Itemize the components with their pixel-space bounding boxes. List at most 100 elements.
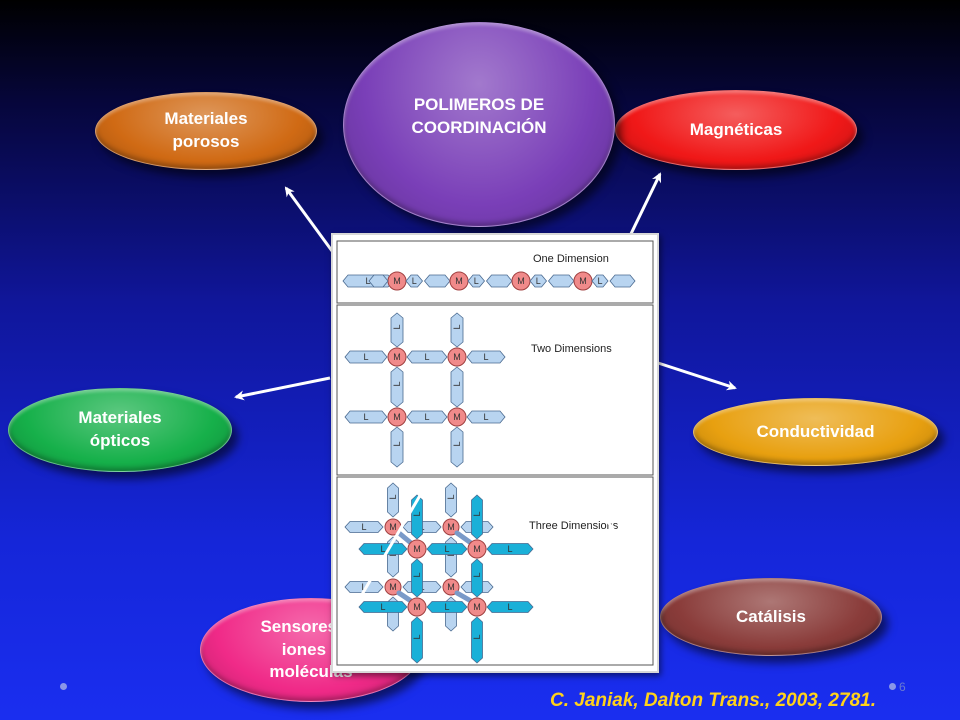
ligand: [344, 350, 388, 364]
metal-label: M: [413, 602, 421, 612]
metal-label: M: [393, 412, 401, 422]
ligand-label: L: [472, 572, 482, 577]
bullet-dot-left: [60, 683, 67, 690]
ligand: [396, 590, 414, 604]
ligand: [406, 350, 448, 364]
metal-label: M: [413, 544, 421, 554]
ligand-label: L: [412, 634, 422, 639]
ligand-label: L: [444, 602, 449, 612]
ligand-label: L: [392, 381, 402, 386]
slide-number: 6: [899, 680, 906, 694]
ligand-label: L: [412, 572, 422, 577]
ligand-label: L: [507, 544, 512, 554]
ligand-label: L: [363, 412, 368, 422]
ligand: [411, 558, 423, 598]
magnetic-label: Magnéticas: [689, 119, 783, 139]
arrow-to-porous: [284, 186, 337, 256]
ligand: [387, 482, 399, 518]
ligand: [358, 543, 408, 555]
ligand: [390, 312, 404, 348]
metal-node: [442, 578, 460, 596]
metal-label: M: [579, 276, 587, 286]
ligand: [426, 601, 468, 613]
ligand-label: L: [392, 324, 402, 329]
arrow-to-conductivity: [654, 360, 737, 391]
three-dimensions-panel: [336, 476, 654, 666]
one-dimension-label: One Dimension: [533, 253, 609, 265]
ligand: [485, 274, 513, 288]
metal-node: [387, 347, 407, 367]
three-dimensions-label: Three Dimensions: [529, 520, 619, 532]
ligand-label: L: [361, 522, 366, 532]
metal-node: [407, 539, 427, 559]
ligand: [396, 530, 414, 546]
ligand-label: L: [361, 582, 366, 592]
ligand: [411, 616, 423, 664]
ligand: [454, 530, 474, 546]
metal-label: M: [473, 544, 481, 554]
metal-label: M: [453, 412, 461, 422]
metal-label: M: [453, 352, 461, 362]
ligand-label: L: [380, 544, 385, 554]
center-node: POLIMEROS DE COORDINACIÓN: [343, 22, 615, 227]
ligand: [486, 543, 534, 555]
ligand: [547, 274, 575, 288]
metal-label: M: [447, 582, 455, 592]
ligand: [406, 410, 448, 424]
metal-label: M: [517, 276, 525, 286]
ligand-label: L: [452, 381, 462, 386]
ligand: [529, 274, 548, 288]
ligand: [466, 410, 506, 424]
arrow-to-sensors: [355, 486, 427, 604]
catalysis-label: Catálisis: [736, 606, 806, 626]
optical-materials-label: Materiales ópticos: [78, 408, 162, 450]
ligand: [609, 274, 636, 288]
metal-label: M: [393, 352, 401, 362]
ligand-label: L: [392, 441, 402, 446]
ligand-label: L: [412, 276, 417, 286]
ligand-label: L: [472, 511, 482, 516]
ligand-label: L: [424, 412, 429, 422]
ligand: [344, 581, 384, 593]
two-dimensions-panel: [336, 304, 654, 476]
ligand: [450, 366, 464, 408]
ligand-label: L: [507, 602, 512, 612]
porous-materials-label: Materiales porosos: [164, 109, 248, 151]
arrow-to-magnetic: [626, 172, 662, 241]
ligand: [450, 426, 464, 468]
ligand-label: L: [474, 276, 479, 286]
metal-label: M: [473, 602, 481, 612]
metal-node: [407, 597, 427, 617]
ligand-label: L: [412, 511, 422, 516]
arrow-to-catalysis: [581, 484, 653, 586]
metal-node: [442, 518, 460, 536]
ligand: [466, 350, 506, 364]
ligand: [423, 274, 451, 288]
metal-label: M: [447, 522, 455, 532]
ligand-label: L: [597, 276, 602, 286]
bullet-dot-right: [889, 683, 896, 690]
porous-materials-node: Materiales porosos: [95, 92, 317, 170]
citation: C. Janiak, Dalton Trans., 2003, 2781.: [550, 690, 876, 711]
ligand: [344, 521, 384, 533]
ligand: [390, 426, 404, 468]
center-node-label: POLIMEROS DE COORDINACIÓN: [411, 94, 547, 137]
ligand-label: L: [472, 634, 482, 639]
three-dimension-network: LLLLLLLLLLMMMMLLLLLLLLLLLLMMMM: [344, 482, 653, 664]
ligand: [486, 601, 534, 613]
ligand-label: L: [483, 412, 488, 422]
ligand: [471, 616, 483, 664]
optical-materials-node: Materiales ópticos: [8, 388, 232, 472]
ligand: [405, 274, 424, 288]
metal-label: M: [455, 276, 463, 286]
ligand-label: L: [446, 494, 456, 499]
ligand: [591, 274, 609, 288]
ligand: [445, 482, 457, 518]
ligand: [368, 274, 389, 288]
ligand: [471, 558, 483, 598]
conductivity-node: Conductividad: [693, 398, 938, 466]
ligand: [390, 366, 404, 408]
ligand-label: L: [483, 352, 488, 362]
